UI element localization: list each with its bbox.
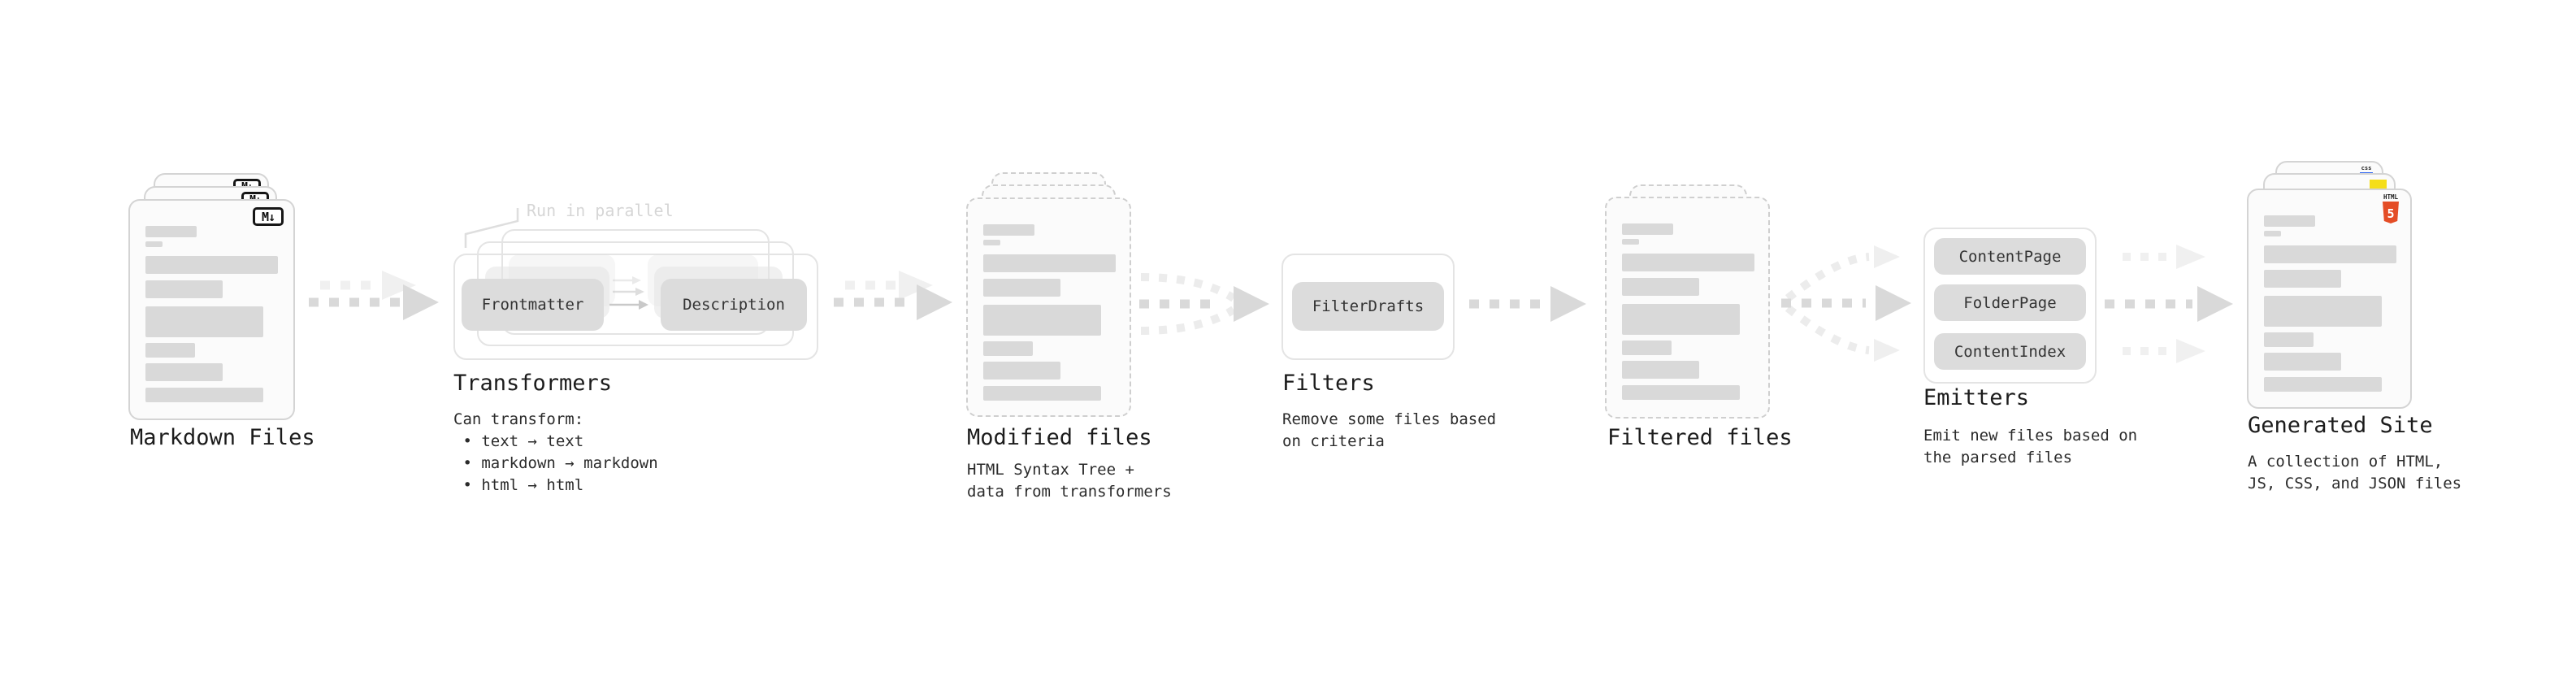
arrow-modified-to-filters bbox=[1139, 273, 1269, 335]
text-line-placeholder bbox=[1622, 223, 1673, 235]
filters-description: Remove some files based on criteria bbox=[1282, 410, 1497, 450]
filtered-file-card-front bbox=[1605, 197, 1770, 419]
text-line-placeholder bbox=[983, 240, 1000, 245]
text-line-placeholder bbox=[983, 341, 1033, 356]
text-line-placeholder bbox=[145, 343, 195, 358]
text-line-placeholder bbox=[1622, 340, 1672, 355]
text-line-placeholder bbox=[2264, 353, 2341, 371]
arrow-emitters-to-generated bbox=[2105, 245, 2233, 363]
css-logo-label: css bbox=[2361, 165, 2372, 171]
arrow-transformers-to-modified bbox=[834, 271, 952, 320]
text-line-placeholder bbox=[983, 305, 1101, 336]
filters-panel bbox=[1281, 254, 1455, 360]
arrowhead bbox=[403, 284, 439, 320]
text-line-placeholder bbox=[2264, 245, 2396, 263]
modified-files-title: Modified files bbox=[967, 425, 1152, 450]
emitters-panel bbox=[1923, 228, 2097, 384]
arrowhead bbox=[2197, 286, 2233, 322]
filtered-files-title: Filtered files bbox=[1607, 425, 1793, 450]
text-line-placeholder bbox=[1622, 254, 1754, 271]
arrowhead-faint bbox=[2176, 245, 2205, 269]
modified-files-description: HTML Syntax Tree + data from transformer… bbox=[967, 461, 1172, 501]
emitters-description: Emit new files based on the parsed files bbox=[1923, 427, 2138, 466]
generated-site-description: A collection of HTML, JS, CSS, and JSON … bbox=[2248, 453, 2462, 492]
text-line-placeholder bbox=[145, 363, 223, 381]
html5-shield bbox=[2383, 202, 2399, 223]
text-line-placeholder bbox=[983, 386, 1101, 401]
text-line-placeholder bbox=[1622, 239, 1639, 245]
text-line-placeholder bbox=[983, 224, 1034, 236]
fan-in-bottom-curve bbox=[1140, 306, 1236, 335]
filterdrafts-pill: FilterDrafts bbox=[1292, 282, 1444, 331]
text-line-placeholder bbox=[983, 254, 1116, 272]
transformers-title: Transformers bbox=[453, 371, 613, 396]
javascript-logo-icon bbox=[2370, 180, 2387, 189]
text-line-placeholder bbox=[145, 388, 263, 402]
text-line-placeholder bbox=[145, 226, 197, 237]
generated-file-card-front: HTML 5 bbox=[2247, 189, 2412, 409]
text-line-placeholder bbox=[983, 362, 1060, 380]
html5-logo-label: HTML bbox=[2383, 193, 2399, 201]
text-line-placeholder bbox=[1622, 278, 1699, 296]
description-pill: Description bbox=[661, 279, 807, 331]
generated-site-title: Generated Site bbox=[2248, 413, 2433, 438]
arrowhead-faint bbox=[1874, 245, 1900, 268]
text-line-placeholder bbox=[983, 279, 1060, 297]
arrowhead bbox=[1876, 285, 1911, 321]
text-line-placeholder bbox=[2264, 231, 2281, 236]
folderpage-pill: FolderPage bbox=[1934, 284, 2086, 321]
arrowhead-faint bbox=[2176, 339, 2205, 363]
arrowhead-faint bbox=[899, 271, 933, 300]
contentindex-pill: ContentIndex bbox=[1934, 333, 2086, 370]
fan-out-top-curve bbox=[1785, 253, 1870, 301]
arrowhead-faint bbox=[1874, 339, 1900, 362]
html5-logo-icon: HTML 5 bbox=[2380, 193, 2401, 228]
emitters-title: Emitters bbox=[1923, 385, 2030, 410]
arrow-filtered-to-emitters bbox=[1781, 245, 1911, 362]
text-line-placeholder bbox=[1622, 361, 1699, 379]
frontmatter-pill: Frontmatter bbox=[462, 279, 604, 331]
text-line-placeholder bbox=[2264, 332, 2314, 347]
text-line-placeholder bbox=[145, 256, 278, 274]
text-line-placeholder bbox=[1622, 304, 1740, 335]
text-line-placeholder bbox=[2264, 296, 2382, 327]
fan-out-bottom-curve bbox=[1785, 305, 1870, 354]
modified-file-card-front bbox=[966, 197, 1131, 417]
arrow-filters-to-filtered bbox=[1469, 286, 1586, 322]
fan-in-top-curve bbox=[1140, 273, 1236, 302]
arrowhead bbox=[917, 284, 952, 320]
filters-title: Filters bbox=[1282, 371, 1375, 396]
text-line-placeholder bbox=[145, 306, 263, 337]
text-line-placeholder bbox=[2264, 215, 2315, 227]
arrowhead bbox=[1234, 286, 1269, 322]
arrow-markdown-to-transformers bbox=[309, 271, 439, 320]
html5-logo-number: 5 bbox=[2387, 206, 2394, 221]
transformers-description: Can transform: • text → text • markdown … bbox=[453, 410, 658, 494]
text-line-placeholder bbox=[2264, 377, 2382, 392]
arrowhead bbox=[1550, 286, 1586, 322]
markdown-file-card-front: M↓ bbox=[128, 199, 295, 420]
text-line-placeholder bbox=[145, 241, 163, 247]
text-line-placeholder bbox=[145, 280, 223, 298]
markdown-files-title: Markdown Files bbox=[130, 425, 315, 450]
markdown-logo-icon: M↓ bbox=[253, 207, 284, 226]
run-in-parallel-note: Run in parallel bbox=[527, 201, 674, 220]
arrowhead-faint bbox=[382, 271, 416, 300]
text-line-placeholder bbox=[2264, 270, 2341, 288]
contentpage-pill: ContentPage bbox=[1934, 238, 2086, 275]
transformers-panel-front bbox=[453, 254, 818, 360]
text-line-placeholder bbox=[1622, 385, 1740, 400]
